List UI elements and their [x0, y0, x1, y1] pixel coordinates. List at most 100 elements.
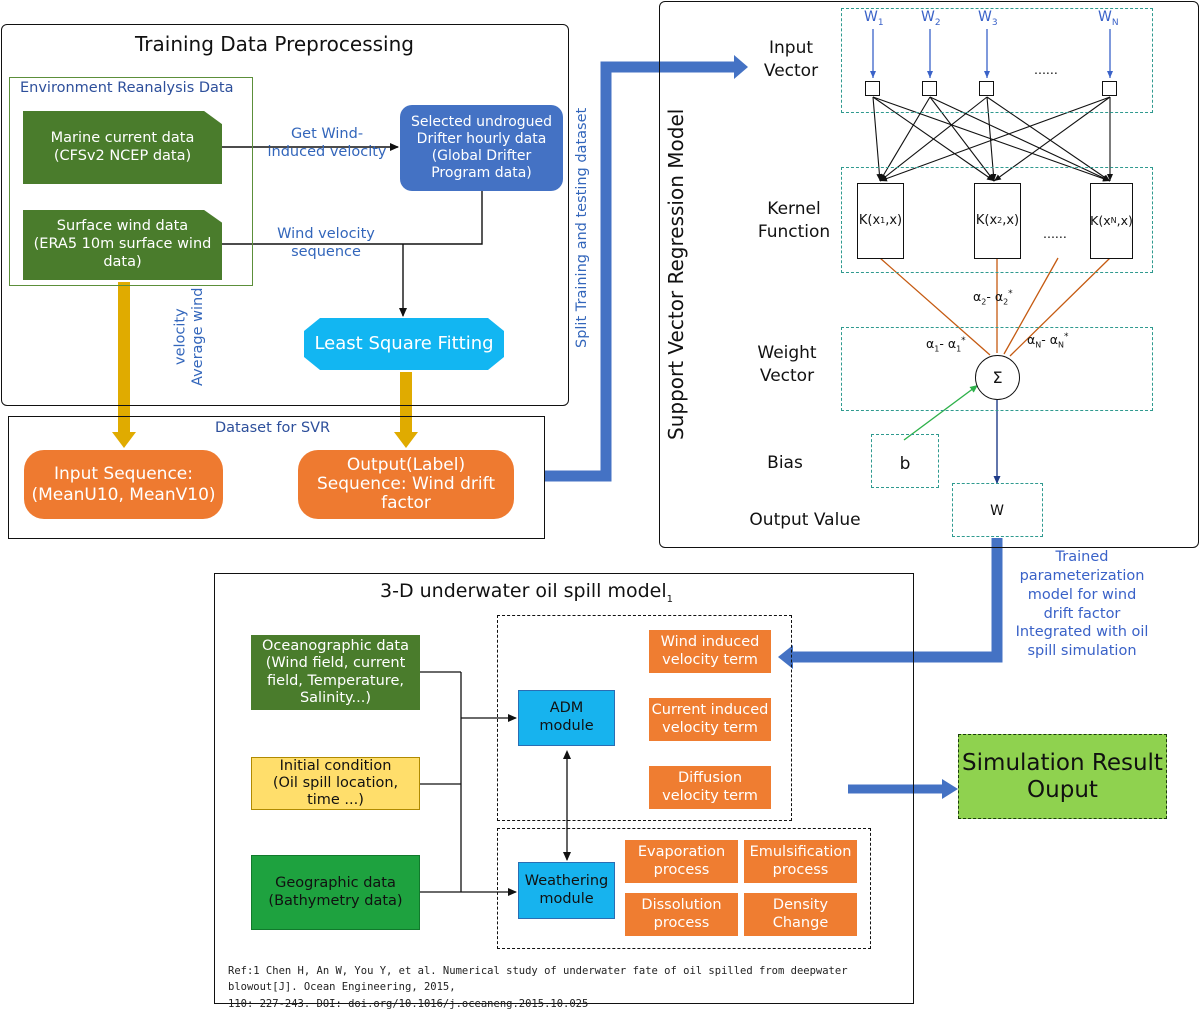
kernel-function-group: [841, 167, 1153, 273]
geographic-data-box: Geographic data (Bathymetry data): [251, 855, 420, 930]
geo-line-2: (Bathymetry data): [268, 892, 403, 909]
geo-line-1: Geographic data: [275, 874, 396, 891]
output-group: [952, 483, 1043, 537]
weight-line-2: Vector: [759, 365, 815, 386]
ocean-line-3: field, Temperature,: [267, 672, 404, 689]
bias-group: [871, 434, 939, 488]
drifter-line-1: Selected undrogued: [410, 113, 553, 130]
gold-arrow-avg-wind-head: [112, 432, 136, 448]
edge-k1-sum: [879, 257, 991, 356]
kernel-function-label: Kernel Function: [744, 198, 844, 244]
input-vector-line-1: Input: [768, 38, 814, 58]
connector-drifter-to-fit: [222, 190, 483, 245]
result-line-1: Simulation Result: [962, 750, 1163, 777]
avg-wind-line-2: velocity: [172, 308, 189, 366]
kernel-dots: ......: [1043, 226, 1067, 241]
adm-line-1: ADM: [549, 700, 584, 717]
wind-velocity-sequence-label: Wind velocity sequence: [262, 226, 390, 261]
output-label-sequence-box: Output(Label) Sequence: Wind drift facto…: [298, 450, 514, 519]
blue-arrow-dataset-to-svr: [545, 61, 738, 482]
ocean-line-2: (Wind field, current: [265, 655, 406, 672]
oil-input-connectors: [420, 671, 462, 893]
weathering-group: [497, 828, 871, 949]
weight-line-1: Weight: [757, 343, 817, 363]
gold-arrow-fit-head: [394, 432, 418, 448]
wind-seq-line-2: sequence: [291, 243, 361, 260]
avg-wind-line-1: Average wind: [190, 287, 206, 387]
svr-model-title-wrap: Support Vector Regression Model: [661, 100, 691, 448]
bias-label: Bias: [767, 453, 803, 473]
get-wind-induced-label: Get Wind- induced velocity: [262, 126, 392, 161]
input-vector-group: [841, 8, 1153, 113]
bias-value: b: [899, 453, 911, 474]
init-line-2: (Oil spill location,: [272, 774, 399, 791]
wind-line-1: Surface wind data: [56, 218, 189, 235]
marine-current-data-box: Marine current data (CFSv2 NCEP data): [23, 111, 222, 184]
weathering-module-box: Weathering module: [518, 862, 615, 919]
wind-line-3: data): [103, 253, 142, 270]
result-line-2: Ouput: [1027, 776, 1098, 803]
diff-term-line-2: velocity term: [662, 787, 758, 804]
split-label-text: Split Training and testing dataset: [574, 107, 591, 349]
trained-line-5: Integrated with oil: [1015, 624, 1149, 641]
blue-arrow-svr-to-oil: [790, 538, 1003, 663]
drifter-line-2: Drifter hourly data: [416, 130, 547, 147]
drifter-hourly-data-box: Selected undrogued Drifter hourly data (…: [400, 105, 563, 191]
ref-line-1: Ref:1 Chen H, An W, You Y, et al. Numeri…: [228, 965, 848, 994]
training-preprocessing-frame: [1, 24, 569, 406]
gold-arrow-avg-wind-shaft: [118, 282, 130, 434]
input-seq-line-2: (MeanU10, MeanV10): [31, 484, 216, 505]
input-vector-label: Input Vector: [748, 37, 834, 83]
oil-spill-model-title: 3-D underwater oil spill model1: [380, 580, 674, 605]
trained-line-2: parameterization: [1019, 567, 1145, 584]
output-value: W: [990, 503, 1004, 520]
oil-spill-model-frame: [214, 573, 914, 1004]
simulation-result-box: Simulation Result Ouput: [958, 734, 1167, 819]
wn-label: WN: [1098, 9, 1119, 28]
w2-label: W2: [921, 9, 941, 28]
kernel-line-2: Function: [757, 221, 831, 242]
svr-input-arrows: [870, 29, 1113, 78]
output-value-label: Output Value: [749, 510, 861, 530]
average-wind-velocity-label: Average wind velocity: [170, 288, 210, 386]
adm-line-2: module: [539, 718, 594, 734]
diff-term-line-1: Diffusion: [677, 769, 743, 786]
input-node-n: [1102, 81, 1117, 96]
evap-line-2: process: [653, 861, 710, 878]
weight-vector-label: Weight Vector: [742, 342, 832, 388]
marine-line-2: (CFSv2 NCEP data): [53, 147, 192, 164]
dissolution-box: Dissolution process: [625, 893, 738, 936]
get-wind-line-1: Get Wind-: [290, 126, 364, 142]
get-wind-line-2: induced velocity: [267, 143, 387, 160]
kernel-line-1: Kernel: [767, 199, 821, 219]
input-node-1: [865, 81, 880, 96]
current-induced-velocity-box: Current induced velocity term: [649, 698, 771, 741]
sum-node: Σ: [975, 355, 1020, 400]
current-term-line-1: Current induced: [651, 701, 769, 718]
diss-line-1: Dissolution: [641, 896, 722, 913]
ref-line-2: 110: 227-243. DOI: doi.org/10.1016/j.oce…: [228, 997, 589, 1010]
dens-line-1: Density: [772, 896, 829, 913]
trained-model-text: Trained parameterization model for wind …: [1008, 548, 1156, 661]
weathering-line-1: Weathering: [524, 872, 609, 889]
env-reanalysis-title: Environment Reanalysis Data: [20, 80, 234, 96]
blue-arrow-svr-to-oil-head: [778, 645, 793, 669]
emul-line-2: process: [772, 861, 829, 878]
trained-line-3: model for wind: [1027, 586, 1137, 603]
edge-kdots-sum: [1003, 257, 1059, 355]
input-node-3: [979, 81, 994, 96]
input-sequence-box: Input Sequence: (MeanU10, MeanV10): [24, 450, 223, 519]
ocean-line-4: Salinity...): [299, 689, 372, 706]
surface-wind-data-box: Surface wind data (ERA5 10m surface wind…: [23, 210, 222, 280]
adm-module-box: ADM module: [518, 690, 615, 746]
emul-line-1: Emulsification: [749, 843, 852, 860]
trained-line-6: spill simulation: [1027, 643, 1137, 660]
alpha-2-label: α2- α2*: [973, 289, 1013, 307]
svr-model-title: Support Vector Regression Model: [663, 108, 688, 440]
blue-arrow-to-result-head: [942, 779, 958, 799]
input-node-2: [922, 81, 937, 96]
wind-seq-line-1: Wind velocity: [277, 226, 375, 242]
weight-vector-group: [841, 327, 1153, 411]
reference-text: Ref:1 Chen H, An W, You Y, et al. Numeri…: [228, 963, 910, 1012]
